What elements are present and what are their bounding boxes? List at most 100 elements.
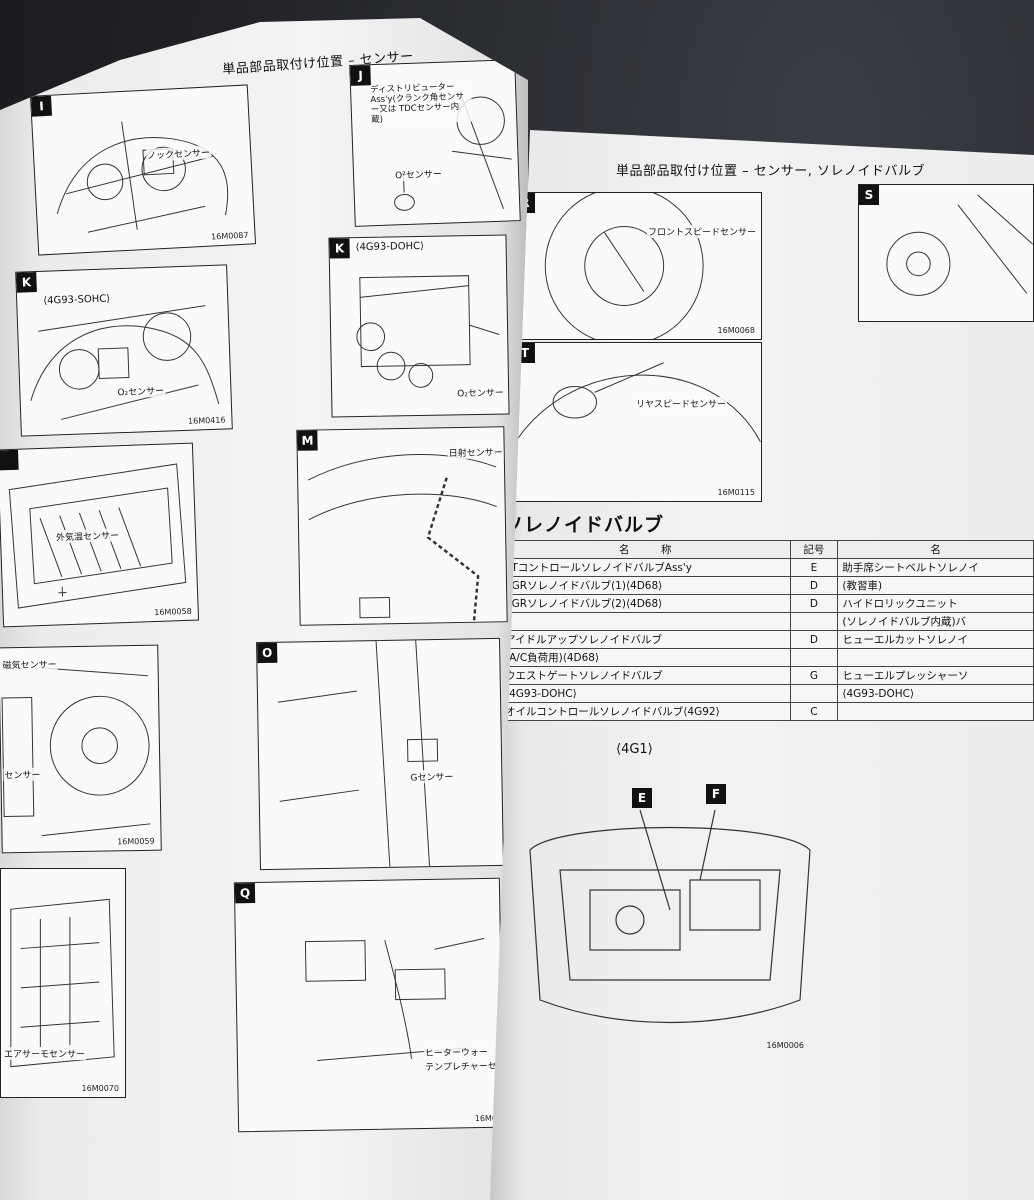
figure-code: 16M0068: [717, 326, 755, 335]
figure-tag: K: [329, 238, 350, 259]
cell-name: ⟨4G93-DOHC⟩: [500, 684, 791, 703]
figure-front-speed-sensor: R フロントスピードセンサー 16M0068: [514, 192, 762, 340]
figure-heater-temp-sensor: Q ヒーターウォー テンプレチャーセ 16M0: [233, 877, 505, 1133]
cell-name: (A/C負荷用)⟨4D68⟩: [500, 648, 791, 667]
figure-tag: Q: [234, 882, 256, 904]
figure-knock-sensor: I ノックセンサー 16M0087: [29, 84, 257, 256]
table-row: (ソレノイドバルブ内蔵)バ: [500, 612, 1034, 631]
cell-name: オイルコントロールソレノイドバルブ⟨4G92⟩: [500, 702, 791, 721]
figure-tag: J: [350, 65, 371, 86]
cell-symbol: D: [789, 594, 839, 613]
callout-label: エアサーモセンサー: [3, 1047, 87, 1060]
figure-distributor: J ディストリビューター Ass'y(クランク角センサー又は TDCセンサー内蔵…: [349, 59, 521, 227]
engine-variant: ⟨4G93-SOHC⟩: [43, 293, 111, 307]
callout-label: テンプレチャーセ: [423, 1058, 498, 1074]
right-page-header: 単品部品取付け位置 – センサー, ソレノイドバルブ: [616, 164, 926, 179]
engine-drawing: [356, 275, 500, 388]
figure-dashboard-sensor: 磁気センサー センサー 16M0059: [0, 644, 162, 854]
table-row: EGRソレノイドバルブ(1)⟨4D68⟩D(教習車): [500, 576, 1034, 595]
cell-name-right: ⟨4G93-DOHC⟩: [837, 684, 1034, 703]
cell-symbol: [789, 684, 839, 703]
cell-name: ウエストゲートソレノイドバルブ: [500, 666, 791, 685]
column-header-name-right: 名: [837, 540, 1034, 559]
figure-tag: S: [859, 185, 879, 205]
figure-solar-sensor: M 日射センサー: [296, 426, 508, 626]
cell-name: EGRソレノイドバルブ(1)⟨4D68⟩: [500, 576, 791, 595]
hvac-drawing: [10, 898, 115, 1068]
callout-label: フロントスピードセンサー: [647, 225, 758, 238]
heater-drawing: [304, 938, 485, 1061]
left-manual-page: 単品部品取付け位置 – センサー 3-10 I ノックセンサー 16M0087 …: [0, 18, 528, 1200]
floor-drawing: [277, 640, 439, 867]
figure-o2-sensor-sohc: K ⟨4G93-SOHC⟩ O₂センサー 16M0416: [15, 264, 233, 437]
callout-label: リヤスピードセンサー: [635, 397, 728, 410]
callout-label: O₂センサー: [456, 385, 505, 400]
cell-name-right: 助手席シートベルトソレノイ: [837, 558, 1034, 577]
cell-name-right: ヒューエルプレッシャーソ: [837, 666, 1034, 685]
figure-o2-sensor-dohc: K ⟨4G93-DOHC⟩ O₂センサー: [328, 234, 510, 418]
cell-name-right: [837, 702, 1034, 721]
figure-code: 16M0006: [766, 1041, 804, 1050]
cell-name: アイドルアップソレノイドバルブ: [500, 630, 791, 649]
engine-variant: ⟨4G93-DOHC⟩: [355, 240, 425, 254]
wheel-drawing: [515, 362, 761, 443]
engine-drawing: [30, 305, 220, 420]
right-manual-page: 単品部品取付け位置 – センサー, ソレノイドバルブ R フロントスピードセンサ…: [490, 130, 1034, 1200]
figure-tag: M: [297, 430, 318, 451]
callout-label: O²センサー: [393, 166, 443, 182]
table-row: (A/C負荷用)⟨4D68⟩: [500, 648, 1034, 667]
callout-label: ディストリビューター Ass'y(クランク角センサー又は TDCセンサー内蔵): [368, 81, 473, 126]
wheel-drawing: [544, 193, 704, 339]
figure-g-sensor: O Gセンサー: [256, 637, 504, 871]
cell-symbol: D: [789, 576, 839, 595]
figure-code: 16M0059: [117, 836, 155, 847]
cell-symbol: [789, 648, 839, 667]
cell-symbol: [789, 612, 839, 631]
cell-name: EGRソレノイドバルブ(2)⟨4D68⟩: [500, 594, 791, 613]
callout-label: 外気温センサー: [54, 528, 121, 544]
callout-label: O₂センサー: [116, 383, 166, 399]
callout-label: 磁気センサー: [1, 657, 58, 672]
dashboard-drawing: [307, 454, 497, 622]
figure-ambient-temp-sensor: 外気温センサー 16M0058: [0, 442, 200, 628]
cell-symbol: D: [789, 630, 839, 649]
cell-name-right: ヒューエルカットソレノイ: [837, 630, 1034, 649]
component-tag-f: F: [706, 784, 726, 804]
cell-name-right: [837, 648, 1034, 667]
cell-name-right: (ソレノイドバルブ内蔵)バ: [837, 612, 1034, 631]
engine-drawing: [56, 121, 229, 233]
table-row: ⟨4G93-DOHC⟩ ⟨4G93-DOHC⟩: [500, 684, 1034, 703]
callout-label: ヒーターウォー: [423, 1044, 489, 1060]
table-header-row: 名 称 記号 名: [500, 540, 1034, 559]
dashboard-drawing: [1, 667, 151, 837]
column-header-symbol: 記号: [789, 540, 839, 559]
cell-symbol: E: [789, 558, 839, 577]
column-header-name: 名 称: [500, 540, 791, 559]
figure-tag: [0, 449, 19, 471]
figure-s: S: [858, 184, 1034, 322]
figure-code: 16M0058: [154, 606, 192, 618]
component-tag-e: E: [632, 788, 652, 808]
cell-name: ATコントロールソレノイドバルブAss'y: [500, 558, 791, 577]
figure-rear-speed-sensor: T リヤスピードセンサー 16M0115: [514, 342, 762, 502]
figure-tag: K: [16, 272, 37, 293]
figure-code: 16M0115: [717, 488, 755, 497]
cell-name: [500, 612, 791, 631]
cell-symbol: C: [789, 702, 839, 721]
cell-symbol: G: [789, 666, 839, 685]
callout-label: センサー: [3, 767, 42, 782]
engine-bay-drawing: [529, 809, 811, 1024]
table-row: オイルコントロールソレノイドバルブ⟨4G92⟩C: [500, 702, 1034, 721]
section-title: ソレノイドバルブ: [504, 514, 665, 536]
engine-variant: ⟨4G1⟩: [616, 742, 653, 757]
figure-code: 16M0070: [81, 1084, 119, 1093]
suspension-drawing: [886, 194, 1033, 296]
figure-tag: O: [257, 642, 278, 664]
callout-label: Gセンサー: [409, 769, 455, 784]
callout-label: 日射センサー: [447, 445, 504, 460]
figure-air-thermo-sensor: エアサーモセンサー 16M0070: [0, 868, 126, 1098]
figure-code: 16M0416: [187, 415, 226, 426]
